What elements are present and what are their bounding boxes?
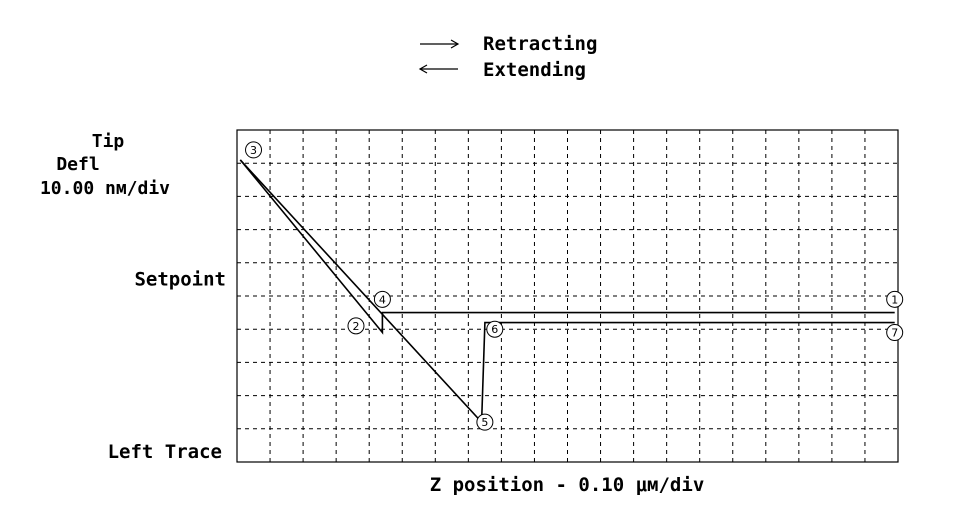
y-axis-label-line-1: Tip [92,131,125,152]
y-axis-label-line-3: 10.00 nм/div [40,178,170,199]
marker-circle [347,317,365,335]
trace-line-1 [239,159,895,335]
marker-circle [245,141,263,159]
left-trace-label: Left Trace [108,441,222,463]
legend-retracting-arrow [420,39,460,49]
marker-circle [486,320,504,338]
marker-label: 1 [891,293,898,306]
marker-circle [373,290,391,308]
marker-label: 7 [891,327,898,340]
setpoint-label: Setpoint [134,268,226,290]
legend-extending-arrow [418,64,458,74]
legend-retracting-label: Retracting [483,33,597,55]
series-layer [239,159,895,425]
plot-grid [237,130,898,462]
marker-6: 6 [486,320,504,338]
trace-line-2 [239,159,895,425]
x-axis-label: Z position - 0.10 μм/div [430,474,705,496]
marker-label: 4 [379,293,386,306]
marker-3: 3 [245,141,263,159]
marker-circle [886,290,904,308]
marker-7: 7 [886,324,904,342]
marker-circle [476,413,494,431]
marker-label: 2 [352,320,359,333]
marker-label: 3 [250,144,257,157]
marker-label: 6 [491,323,498,336]
marker-layer: 1 2 3 4 5 6 7 [245,141,904,431]
marker-4: 4 [373,290,391,308]
marker-1: 1 [886,290,904,308]
marker-circle [886,324,904,342]
y-axis-label-line-2: Defl [56,154,99,175]
marker-label: 5 [481,416,488,429]
marker-5: 5 [476,413,494,431]
legend-extending-label: Extending [483,59,586,81]
marker-2: 2 [347,317,365,335]
legend: Retracting Extending [418,33,597,81]
